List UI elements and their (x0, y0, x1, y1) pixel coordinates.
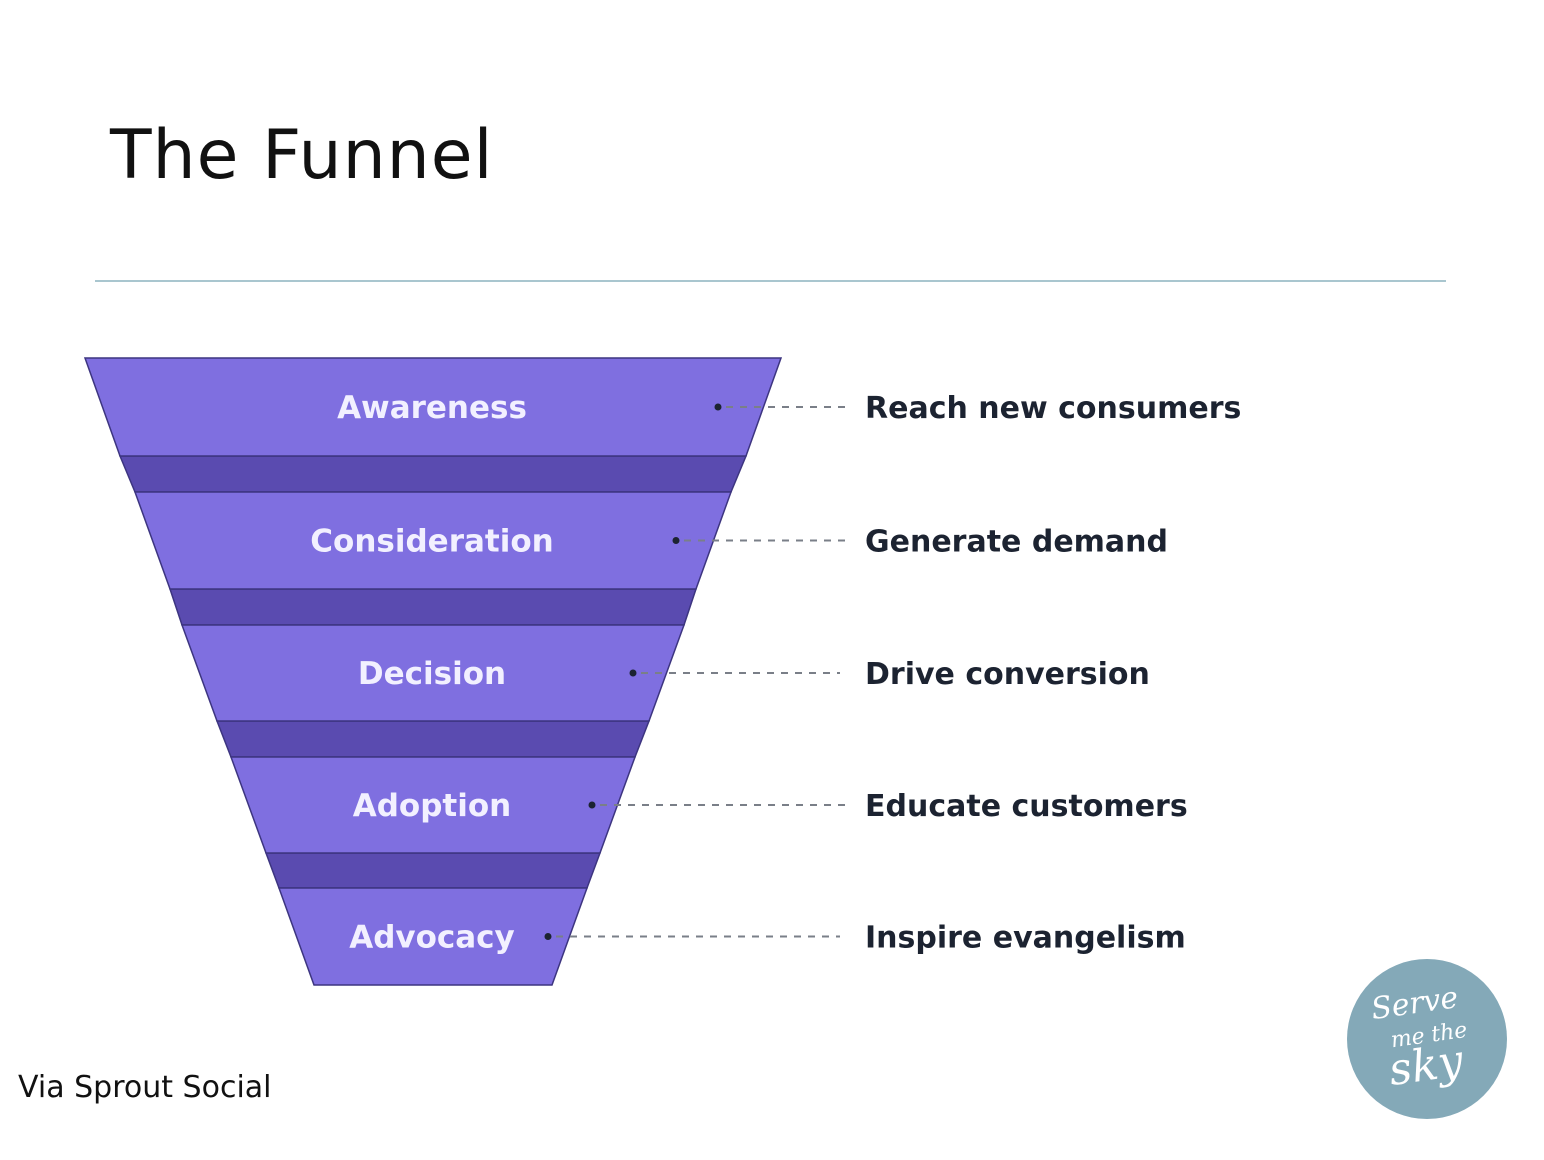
funnel-side-awareness (118, 455, 748, 493)
connector-dot-adoption (588, 801, 596, 809)
funnel-description-adoption: Educate customers (865, 789, 1188, 824)
funnel-stage-label-consideration: Consideration (310, 524, 553, 560)
funnel-stage-awareness (83, 357, 783, 457)
source-note: Via Sprout Social (18, 1070, 272, 1105)
funnel-stage-label-adoption: Adoption (353, 788, 511, 824)
title-divider (95, 280, 1446, 282)
slide-title: The Funnel (110, 116, 494, 195)
connector-dot-advocacy (544, 933, 552, 940)
funnel-stage-decision (180, 624, 686, 722)
logo-text-line: sky (1386, 1035, 1468, 1096)
funnel-description-advocacy: Inspire evangelism (865, 921, 1186, 956)
funnel-stage-adoption (229, 756, 637, 854)
funnel-stage-consideration (133, 491, 733, 590)
funnel-description-awareness: Reach new consumers (865, 391, 1241, 426)
connector-dot-awareness (714, 403, 722, 411)
funnel-description-decision: Drive conversion (865, 657, 1150, 692)
funnel-stage-label-decision: Decision (358, 656, 506, 692)
serve-me-the-sky-logo: Serve me the sky (1347, 959, 1507, 1119)
funnel-side-consideration (168, 588, 698, 626)
funnel-stage-advocacy (277, 887, 589, 986)
funnel-side-adoption (264, 852, 602, 889)
connector-dot-consideration (672, 537, 680, 544)
funnel-description-consideration: Generate demand (865, 525, 1168, 560)
funnel-front-faces (83, 357, 783, 986)
connector-dot-decision (629, 669, 637, 677)
funnel-labels: Awareness Reach new consumersConsideratio… (310, 390, 1241, 956)
funnel-side-decision (215, 720, 651, 758)
funnel-stage-label-advocacy: Advocacy (349, 920, 515, 956)
funnel-stage-label-awareness: Awareness (337, 390, 527, 426)
funnel-connectors (544, 403, 850, 940)
